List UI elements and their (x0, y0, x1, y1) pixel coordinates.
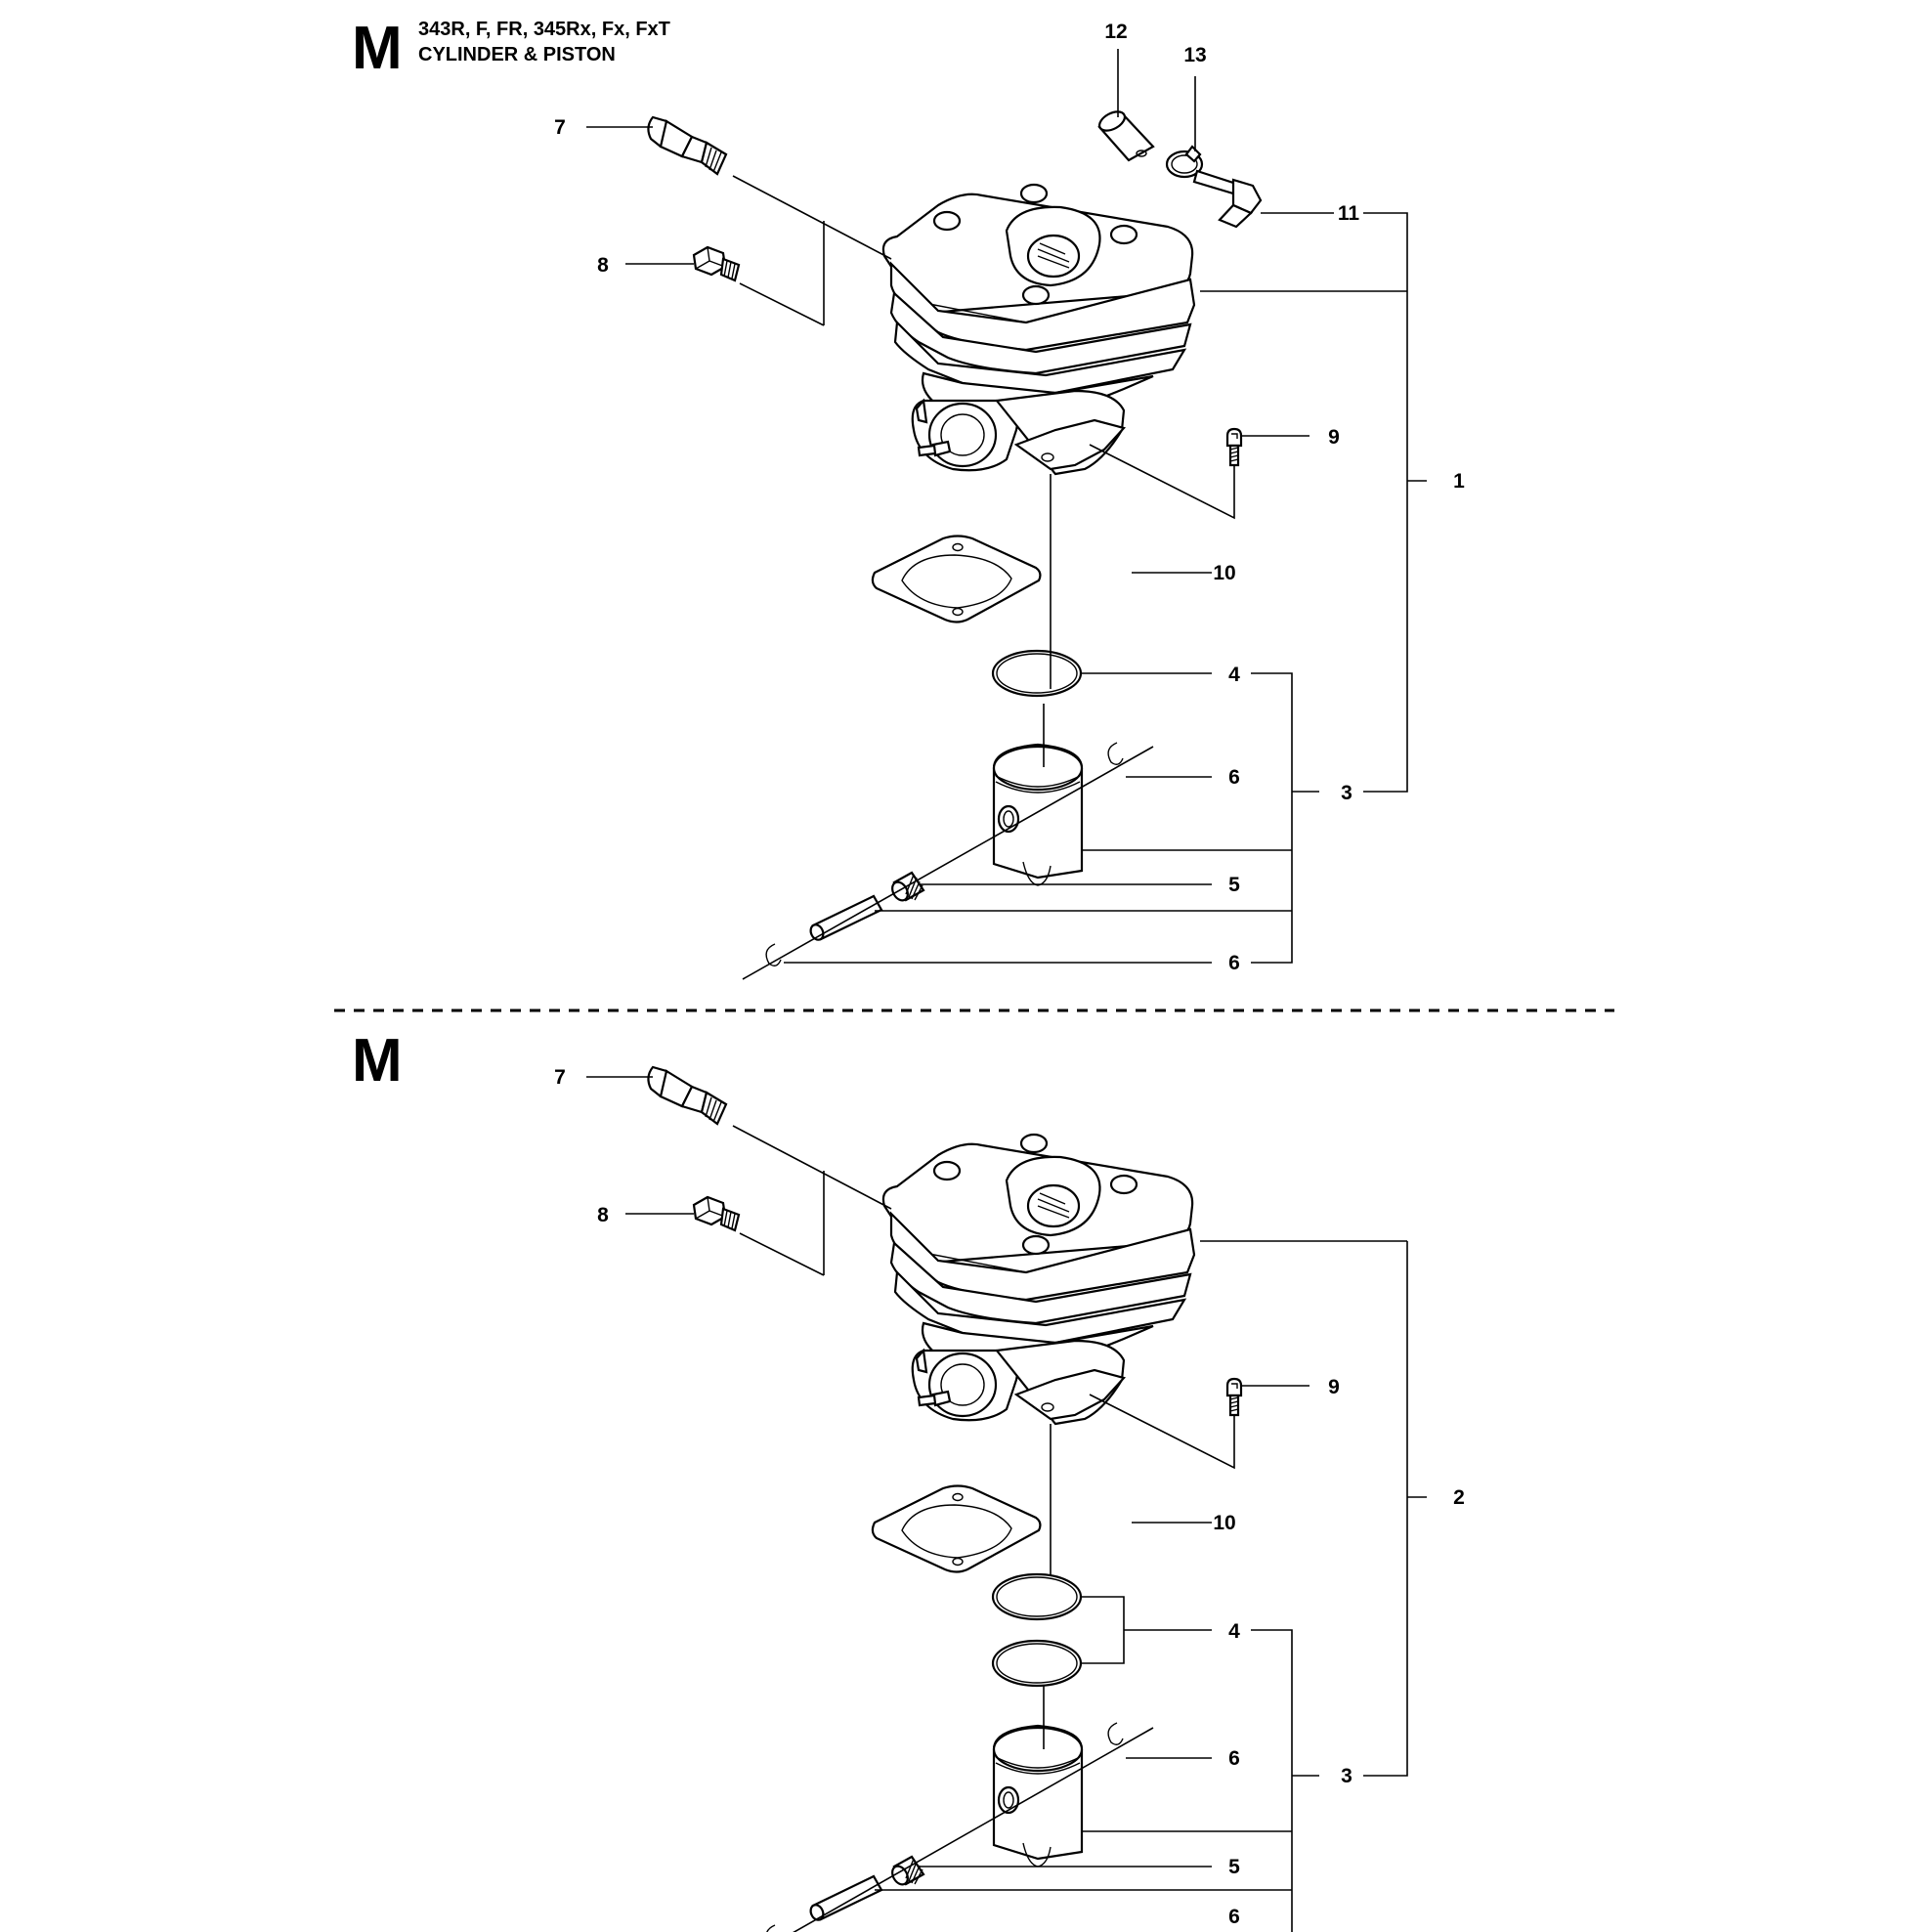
circlip-part-lower-b (765, 1924, 782, 1932)
section-letter-upper: M (352, 15, 403, 82)
section-letter-lower: M (352, 1027, 403, 1095)
cylinder-part (881, 183, 1196, 476)
sleeve-part (1097, 110, 1155, 162)
lower-assembly (586, 1065, 1427, 1932)
callout-6b: 6 (1228, 952, 1240, 974)
callout-5-lower: 5 (1228, 1856, 1240, 1878)
piston-ring-part (991, 649, 1083, 698)
gasket-part-lower (871, 1484, 1042, 1573)
callout-10-lower: 10 (1213, 1512, 1235, 1534)
screw-part-lower (1225, 1377, 1243, 1417)
elbow-nipple-part (1192, 169, 1263, 229)
callout-5: 5 (1228, 874, 1240, 896)
callout-3-lower: 3 (1341, 1765, 1352, 1787)
plug-part (692, 245, 741, 282)
circlip-part (1107, 742, 1124, 765)
callout-4: 4 (1228, 664, 1240, 686)
piston-part (992, 743, 1084, 887)
callout-6a: 6 (1228, 766, 1240, 789)
callout-4-lower: 4 (1228, 1620, 1240, 1643)
callout-8-lower: 8 (597, 1204, 609, 1226)
callout-3: 3 (1341, 782, 1352, 804)
piston-ring-part-lower-a (991, 1572, 1083, 1621)
diagram-title: CYLINDER & PISTON (418, 44, 616, 65)
callout-7-lower: 7 (554, 1066, 566, 1089)
callout-8: 8 (597, 254, 609, 277)
callout-12: 12 (1104, 21, 1127, 43)
circlip-part-lower-a (1107, 1722, 1124, 1745)
callout-9: 9 (1328, 426, 1340, 449)
piston-ring-part-lower-b (991, 1639, 1083, 1688)
callout-10: 10 (1213, 562, 1235, 584)
callout-9-lower: 9 (1328, 1376, 1340, 1398)
piston-part-lower (992, 1724, 1084, 1868)
callout-11: 11 (1338, 202, 1360, 225)
hose-clamp-part (1165, 145, 1204, 179)
piston-pin-part-lower (807, 1874, 883, 1923)
plug-part-lower (692, 1195, 741, 1232)
callout-13: 13 (1183, 44, 1206, 66)
decompression-valve-part-lower (647, 1065, 728, 1126)
callout-6a-lower: 6 (1228, 1747, 1240, 1770)
upper-assembly (586, 49, 1427, 980)
decompression-valve-part (647, 115, 728, 176)
callout-1: 1 (1453, 470, 1465, 493)
needle-bearing-part (887, 871, 925, 905)
callout-6b-lower: 6 (1228, 1906, 1240, 1928)
models-header: 343R, F, FR, 345Rx, Fx, FxT (418, 19, 670, 40)
cylinder-part-lower (881, 1133, 1196, 1426)
callout-7: 7 (554, 116, 566, 139)
callout-2-lower: 2 (1453, 1486, 1465, 1509)
screw-part (1225, 427, 1243, 467)
gasket-part (871, 535, 1042, 623)
